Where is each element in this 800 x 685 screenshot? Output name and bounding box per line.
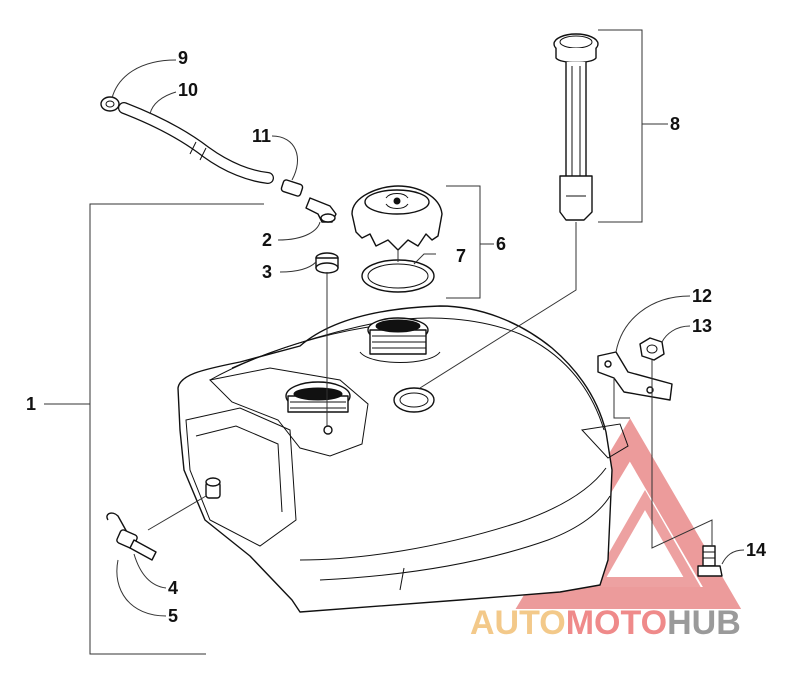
watermark-moto: MOTO (566, 604, 667, 642)
hose-clamp (280, 179, 304, 197)
callout-5: 5 (168, 606, 178, 626)
callout-2: 2 (262, 230, 272, 250)
callout-9: 9 (178, 48, 188, 68)
breather-cap (100, 96, 120, 112)
callout-12: 12 (692, 286, 712, 306)
fuel-valve (106, 512, 157, 561)
watermark-hub: HUB (667, 604, 741, 642)
callout-1: 1 (26, 394, 36, 414)
callouts: 1 2 3 4 5 6 7 8 9 10 11 12 13 14 (26, 48, 766, 626)
callout-10: 10 (178, 80, 198, 100)
filler-cap (351, 185, 443, 251)
vent-fitting (305, 197, 337, 223)
callout-3: 3 (262, 262, 272, 282)
callout-4: 4 (168, 578, 178, 598)
callout-11: 11 (252, 126, 271, 146)
mounting-bracket (597, 351, 673, 401)
watermark-auto: AUTO (470, 604, 566, 642)
callout-14: 14 (746, 540, 766, 560)
flange-nut (639, 337, 665, 361)
leader-lines (44, 29, 745, 655)
callout-8: 8 (670, 114, 680, 134)
fuel-tank (177, 305, 629, 613)
svg-text:AUTOMOTOHUB: AUTOMOTOHUB (470, 604, 741, 642)
callout-13: 13 (692, 316, 712, 336)
fuel-gauge-sender (553, 33, 599, 221)
callout-7: 7 (456, 246, 466, 266)
callout-6: 6 (496, 234, 506, 254)
watermark-wordmark: AUTOMOTOHUB (470, 604, 741, 642)
grommet (315, 252, 339, 274)
o-ring-gasket (361, 259, 435, 293)
flange-bolt (697, 545, 723, 577)
vent-hose (118, 102, 274, 184)
